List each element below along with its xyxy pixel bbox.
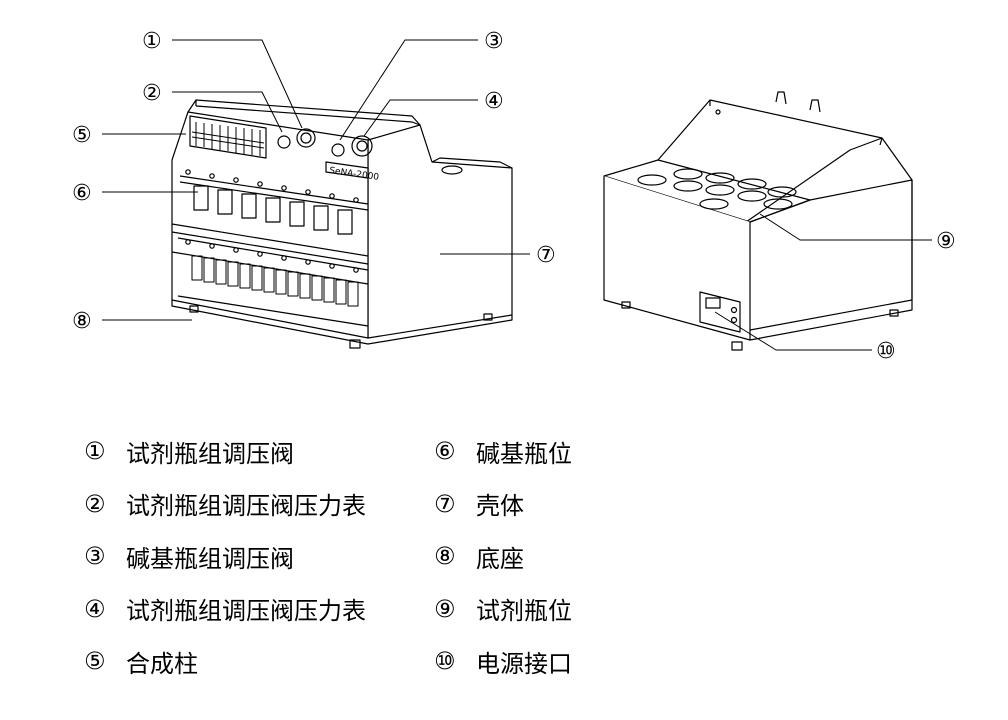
legend-text: 试剂瓶位 <box>476 597 572 626</box>
callout-10: ⑩ <box>876 339 896 364</box>
callout-3: ③ <box>484 29 504 54</box>
legend-number: ⑩ <box>434 647 456 676</box>
legend-number: ④ <box>84 594 106 623</box>
legend-number: ① <box>84 437 106 466</box>
legend-item: ⑤ 合成柱 <box>84 635 366 688</box>
reagent-pressure-gauge <box>277 135 291 149</box>
legend-text: 壳体 <box>476 492 524 521</box>
legend-item: ③ 碱基瓶组调压阀 <box>84 530 366 583</box>
legend-number: ② <box>84 489 106 518</box>
legend-item: ⑦ 壳体 <box>434 478 572 531</box>
legend-item: ④ 试剂瓶组调压阀压力表 <box>84 583 366 636</box>
legend-text: 底座 <box>476 544 524 573</box>
legend-item: ② 试剂瓶组调压阀压力表 <box>84 478 366 531</box>
foot <box>731 341 743 351</box>
legend-text: 电源接口 <box>476 649 572 678</box>
parts-legend: ① 试剂瓶组调压阀 ② 试剂瓶组调压阀压力表 ③ 碱基瓶组调压阀 ④ 试剂瓶组调压阀压力… <box>0 425 1008 705</box>
callout-6: ⑥ <box>72 181 92 206</box>
base-pressure-gauge <box>331 143 345 157</box>
legend-text: 试剂瓶组调压阀压力表 <box>126 597 366 626</box>
callout-labels: ① ② ③ ④ ⑤ ⑥ ⑦ ⑧ ⑨ ⑩ <box>72 29 956 364</box>
foot <box>621 301 631 309</box>
callout-5: ⑤ <box>72 123 92 148</box>
legend-number: ⑦ <box>434 489 456 518</box>
legend-item: ⑧ 底座 <box>434 530 572 583</box>
legend-number: ⑥ <box>434 437 456 466</box>
legend-number: ⑧ <box>434 542 456 571</box>
legend-item: ⑩ 电源接口 <box>434 635 572 688</box>
legend-text: 试剂瓶组调压阀压力表 <box>126 492 366 521</box>
synthesis-column-panel <box>189 115 267 159</box>
legend-text: 合成柱 <box>126 649 198 678</box>
callout-4: ④ <box>484 89 504 114</box>
legend-number: ⑨ <box>434 594 456 623</box>
legend-item: ① 试剂瓶组调压阀 <box>84 425 366 478</box>
reagent-bottle-tray <box>637 168 797 210</box>
base-pressure-valve <box>351 135 373 157</box>
callout-7: ⑦ <box>536 243 556 268</box>
legend-item: ⑥ 碱基瓶位 <box>434 425 572 478</box>
leader-lines <box>102 39 932 351</box>
foot <box>889 309 899 317</box>
front-view-device: SeNA-2000 <box>171 99 513 349</box>
instrument-diagram: SeNA-2000 <box>72 29 956 364</box>
legend-column-right: ⑥ 碱基瓶位 ⑦ 壳体 ⑧ 底座 ⑨ 试剂瓶位 ⑩ 电源接口 <box>434 425 572 688</box>
power-port <box>699 291 741 333</box>
foot <box>189 305 199 313</box>
callout-9: ⑨ <box>936 229 956 254</box>
base-bottle-rack <box>171 169 369 257</box>
callout-8: ⑧ <box>72 309 92 334</box>
legend-text: 碱基瓶位 <box>476 439 572 468</box>
legend-text: 碱基瓶组调压阀 <box>126 544 294 573</box>
callout-1: ① <box>142 29 162 54</box>
callout-2: ② <box>142 81 162 106</box>
legend-number: ⑤ <box>84 647 106 676</box>
reagent-pressure-valve <box>296 128 316 148</box>
legend-item: ⑨ 试剂瓶位 <box>434 583 572 636</box>
foot <box>483 313 493 321</box>
foot <box>349 339 361 349</box>
lower-bottle-rack <box>171 231 369 327</box>
legend-column-left: ① 试剂瓶组调压阀 ② 试剂瓶组调压阀压力表 ③ 碱基瓶组调压阀 ④ 试剂瓶组调压阀压力… <box>84 425 366 688</box>
legend-text: 试剂瓶组调压阀 <box>126 439 294 468</box>
legend-number: ③ <box>84 542 106 571</box>
back-view-device <box>603 91 913 351</box>
